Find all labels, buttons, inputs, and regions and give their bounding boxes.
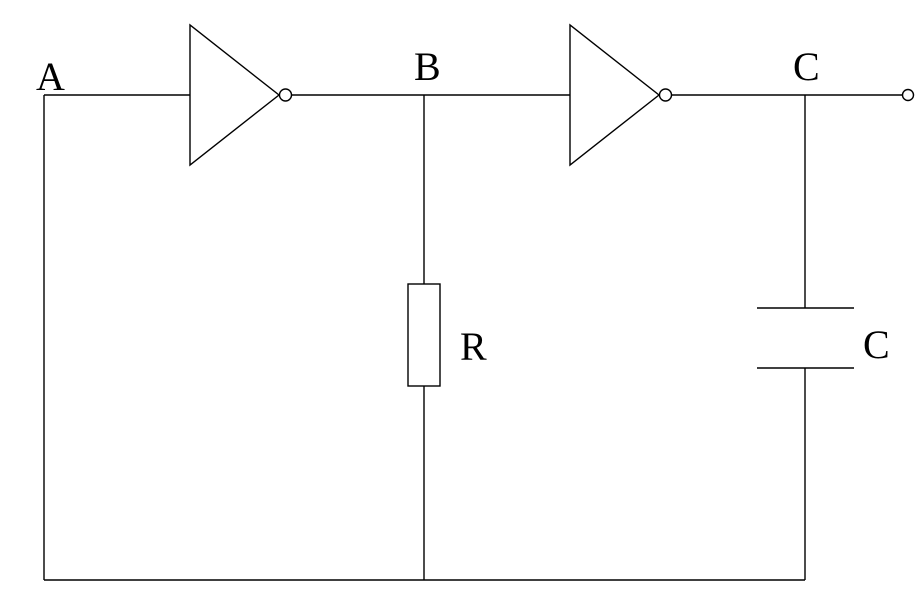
resistor (407, 283, 441, 387)
inverter-1-triangle (189, 23, 281, 167)
wires (43, 94, 903, 581)
output-terminal (901, 88, 915, 102)
node-b-label: B (414, 44, 441, 89)
capacitor (757, 307, 854, 369)
inverter-1 (189, 23, 293, 167)
resistor-label: R (460, 324, 487, 369)
inverter-2-bubble (658, 88, 673, 102)
node-c-label: C (793, 44, 820, 89)
capacitor-label: C (863, 322, 890, 367)
node-a-label: A (36, 54, 65, 99)
inverter-1-bubble (278, 88, 293, 102)
inverter-2 (569, 23, 673, 167)
inverter-2-triangle (569, 23, 661, 167)
